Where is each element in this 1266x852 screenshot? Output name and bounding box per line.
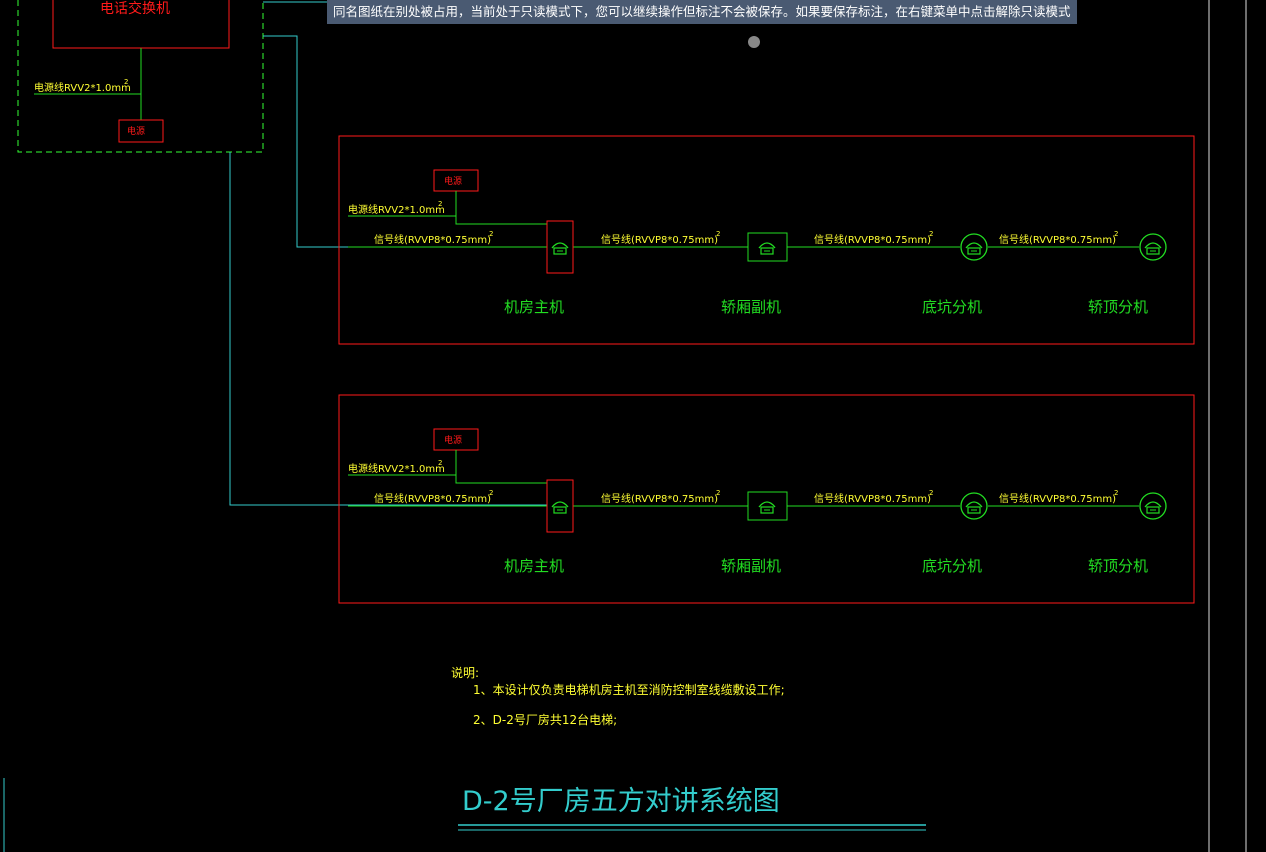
pit-extension-circle (960, 492, 988, 520)
signal-label-sup-4: 2 (1114, 230, 1118, 238)
power-wire (455, 450, 547, 484)
car-top-extension-icon-base (1146, 247, 1160, 255)
machine-room-host-label: 机房主机 (504, 557, 564, 575)
car-top-extension-icon-base (1146, 506, 1160, 514)
signal-label-3: 信号线(RVVP8*0.75mm) (814, 492, 931, 505)
signal-label-2: 信号线(RVVP8*0.75mm) (601, 233, 718, 246)
signal-label-1: 信号线(RVVP8*0.75mm) (374, 233, 491, 246)
signal-label-sup-3: 2 (929, 230, 933, 238)
notes-item-2: 2、D-2号厂房共12台电梯; (473, 712, 617, 727)
pit-extension-circle (960, 233, 988, 261)
top-power-box (118, 119, 164, 143)
pit-extension-label: 底坑分机 (922, 298, 982, 316)
notes-item-1: 1、本设计仅负责电梯机房主机至消防控制室线缆敷设工作; (473, 682, 785, 697)
machine-room-host-icon-base (553, 247, 567, 255)
dashed-enclosure (17, 0, 264, 153)
top-power-cable-sup: 2 (124, 78, 128, 86)
machine-room-host-box (546, 220, 574, 274)
signal-label-sup-3: 2 (929, 489, 933, 497)
car-top-extension-icon (1144, 242, 1162, 255)
notes-heading: 说明: (451, 665, 479, 680)
power-cable-sup: 2 (438, 200, 442, 208)
machine-room-host-icon-handset (551, 242, 569, 249)
drawing-title: D-2号厂房五方对讲系统图 (462, 786, 780, 817)
signal-label-4: 信号线(RVVP8*0.75mm) (999, 233, 1116, 246)
signal-label-sup-2: 2 (716, 489, 720, 497)
car-sub-unit-icon (758, 501, 776, 514)
car-top-extension-icon-handset (1144, 242, 1162, 249)
top-power-cable-label: 电源线RVV2*1.0mm (34, 81, 131, 94)
pit-extension-icon-base (967, 247, 981, 255)
machine-room-host-icon (551, 242, 569, 255)
pit-extension-icon-handset (965, 242, 983, 249)
pit-extension-icon-handset (965, 501, 983, 508)
signal-label-sup-1: 2 (489, 230, 493, 238)
car-top-extension-icon (1144, 501, 1162, 514)
cursor-marker (748, 36, 760, 48)
readonly-notice-banner: 同名图纸在别处被占用，当前处于只读模式下，您可以继续操作但标注不会被保存。如果要… (327, 0, 1077, 24)
pit-extension-icon (965, 501, 983, 514)
machine-room-host-icon (551, 501, 569, 514)
feeder-line-panel2 (229, 152, 547, 506)
pit-extension-icon-base (967, 506, 981, 514)
intercom-panel-2: 电源电源线RVV2*1.0mm2信号线(RVVP8*0.75mm)2信号线(RV… (338, 394, 1195, 604)
car-sub-unit-icon (758, 242, 776, 255)
signal-label-4: 信号线(RVVP8*0.75mm) (999, 492, 1116, 505)
car-top-extension-circle (1139, 492, 1167, 520)
car-sub-unit-icon-base (760, 506, 774, 514)
signal-label-1: 信号线(RVVP8*0.75mm) (374, 492, 491, 505)
car-top-extension-circle (1139, 233, 1167, 261)
power-label: 电源 (444, 434, 462, 446)
car-sub-unit-label: 轿厢副机 (721, 298, 781, 316)
machine-room-host-icon-base (553, 506, 567, 514)
signal-label-sup-1: 2 (489, 489, 493, 497)
power-label: 电源 (444, 175, 462, 187)
exchange-label: 电话交换机 (100, 0, 170, 17)
panel-border (338, 135, 1195, 345)
signal-label-sup-4: 2 (1114, 489, 1118, 497)
panel-border (338, 394, 1195, 604)
machine-room-host-icon-handset (551, 501, 569, 508)
intercom-panel-1: 电源电源线RVV2*1.0mm2信号线(RVVP8*0.75mm)2信号线(RV… (338, 135, 1195, 345)
car-top-extension-label: 轿顶分机 (1088, 557, 1148, 575)
pit-extension-label: 底坑分机 (922, 557, 982, 575)
signal-label-2: 信号线(RVVP8*0.75mm) (601, 492, 718, 505)
car-sub-unit-box (747, 491, 788, 521)
power-cable-label: 电源线RVV2*1.0mm (348, 203, 445, 216)
power-wire (455, 191, 547, 225)
car-sub-unit-box (747, 232, 788, 262)
car-sub-unit-icon-base (760, 247, 774, 255)
car-top-extension-label: 轿顶分机 (1088, 298, 1148, 316)
car-sub-unit-icon-handset (758, 242, 776, 249)
car-sub-unit-label: 轿厢副机 (721, 557, 781, 575)
pit-extension-icon (965, 242, 983, 255)
power-cable-sup: 2 (438, 459, 442, 467)
power-cable-label: 电源线RVV2*1.0mm (348, 462, 445, 475)
signal-label-3: 信号线(RVVP8*0.75mm) (814, 233, 931, 246)
machine-room-host-label: 机房主机 (504, 298, 564, 316)
top-power-label: 电源 (127, 125, 145, 137)
signal-label-sup-2: 2 (716, 230, 720, 238)
car-top-extension-icon-handset (1144, 501, 1162, 508)
machine-room-host-box (546, 479, 574, 533)
car-sub-unit-icon-handset (758, 501, 776, 508)
